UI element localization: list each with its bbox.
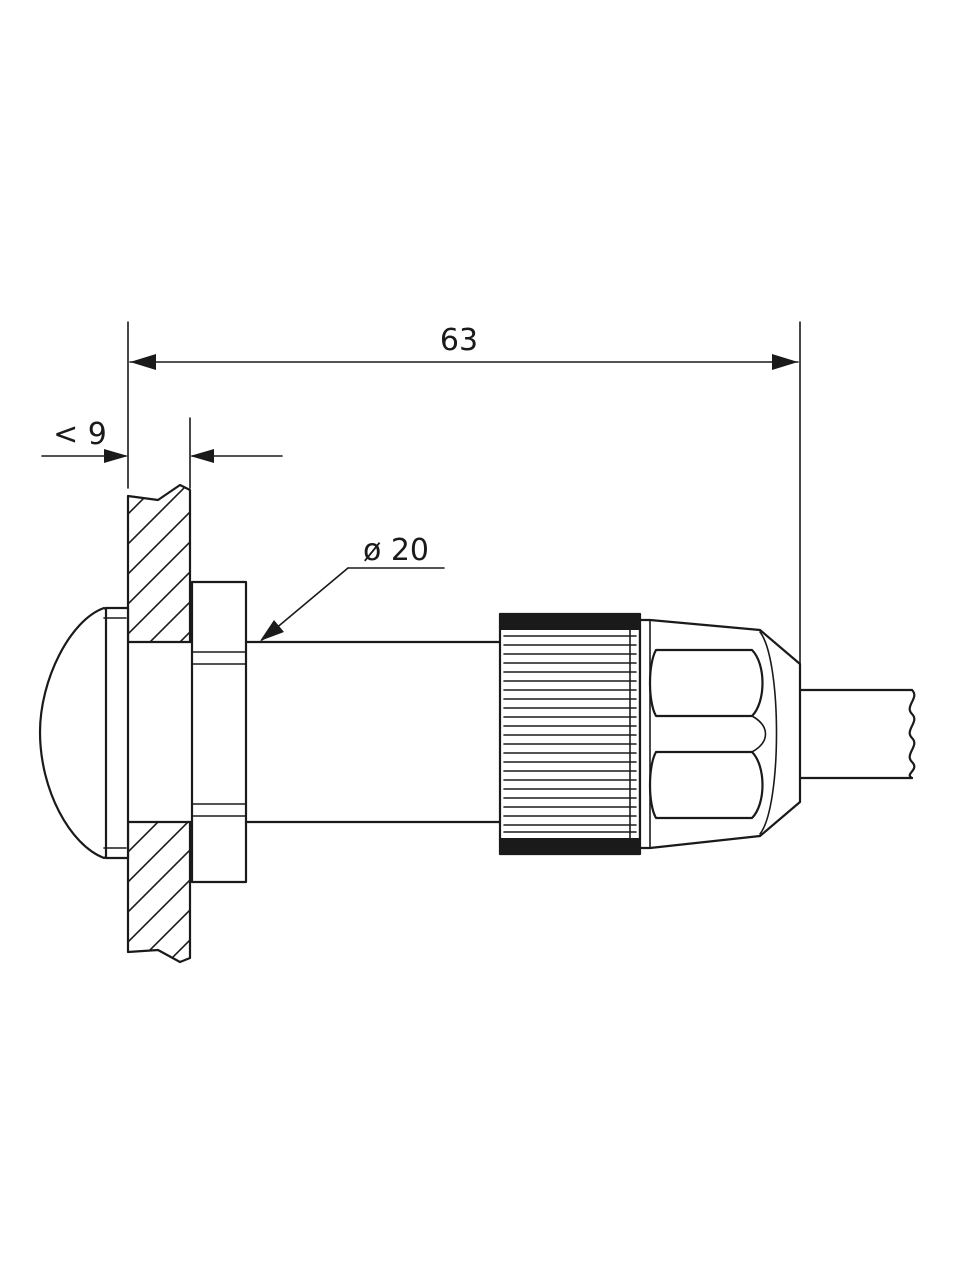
- dimension-diameter-label: ø 20: [363, 533, 429, 568]
- hex-mounting-nut: [190, 580, 248, 884]
- dimension-diameter: ø 20: [260, 533, 445, 641]
- dimension-overall-length: 63: [127, 321, 801, 665]
- panel-cross-section: [126, 483, 192, 964]
- threaded-body: [244, 640, 502, 824]
- dimension-63-label: 63: [440, 323, 478, 358]
- cable-gland: [638, 618, 802, 850]
- cable: [798, 688, 916, 780]
- dimension-thickness-label: < 9: [53, 417, 107, 452]
- dimension-panel-thickness: < 9: [41, 417, 283, 489]
- body-sleeve: [126, 640, 196, 824]
- knurled-ring: [498, 612, 642, 856]
- dome-lens: [38, 606, 130, 860]
